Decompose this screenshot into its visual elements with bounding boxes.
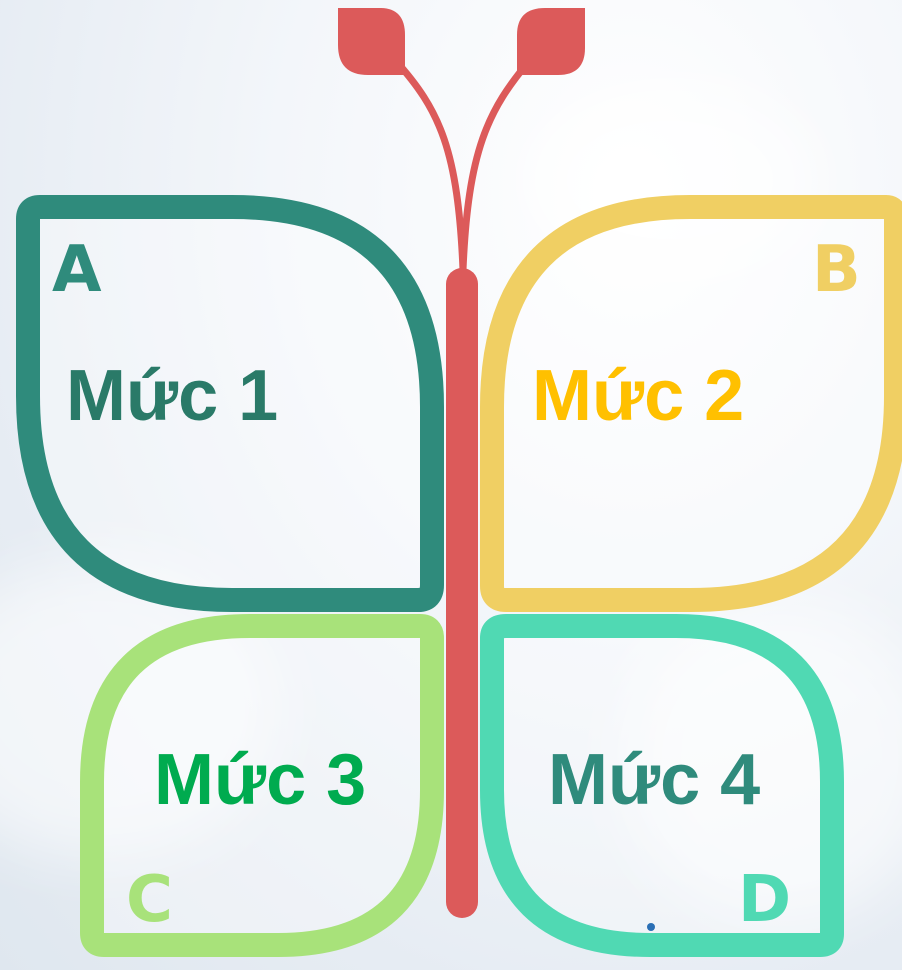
butterfly-body [446, 268, 478, 918]
right-antenna-leaf [517, 8, 585, 75]
right-antenna [459, 56, 534, 274]
small-dot [647, 923, 655, 931]
wing-d-label: Mức 4 [548, 740, 761, 820]
wing-c-letter: C [126, 863, 173, 937]
wing-b-label: Mức 2 [532, 356, 745, 436]
wing-d-letter: D [738, 863, 792, 937]
wing-c-label: Mức 3 [154, 740, 367, 820]
left-antenna-leaf [338, 8, 405, 75]
left-antenna [391, 56, 467, 274]
wing-a-letter: A [52, 233, 102, 307]
wing-b-letter: B [812, 233, 861, 307]
wing-c [80, 614, 444, 957]
wing-b [480, 195, 902, 612]
wing-a [16, 195, 444, 612]
wing-d [480, 614, 844, 957]
wing-a-label: Mức 1 [66, 356, 279, 436]
